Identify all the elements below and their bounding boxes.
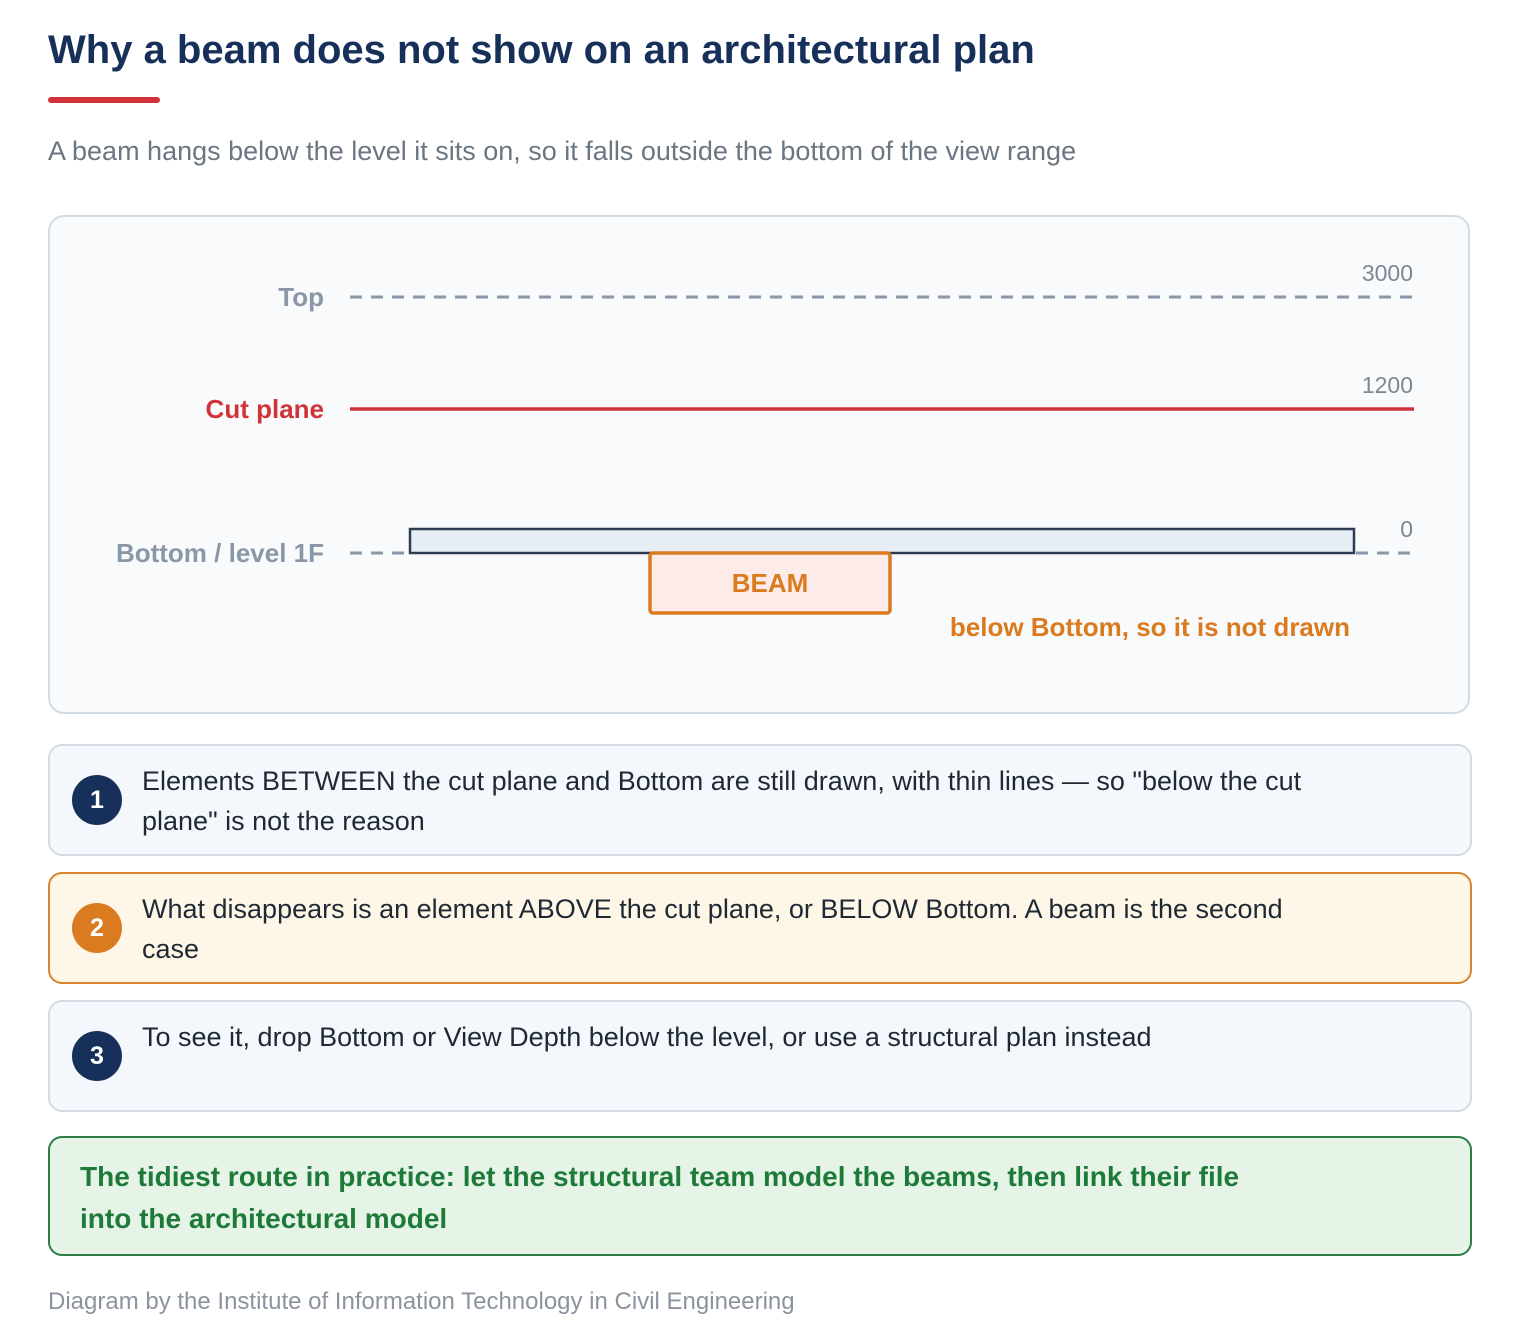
credit-line: Diagram by the Institute of Information … <box>48 1288 795 1315</box>
tip-card: The tidiest route in practice: let the s… <box>48 1136 1472 1256</box>
note-text-1: Elements BETWEEN the cut plane and Botto… <box>142 766 1302 836</box>
view-range-svg: Top 3000 Cut plane 1200 Bottom / level 1… <box>116 260 1414 642</box>
step-badge-2: 2 <box>72 903 122 953</box>
step-badge-1: 1 <box>72 775 122 825</box>
note-card-2: 2 What disappears is an element ABOVE th… <box>48 872 1472 984</box>
page-title: Why a beam does not show on an architect… <box>48 28 1035 72</box>
note-card-3: 3 To see it, drop Bottom or View Depth b… <box>48 1000 1472 1112</box>
top-level-value: 3000 <box>1362 260 1413 286</box>
title-underline <box>48 97 160 103</box>
beam-label: BEAM <box>732 568 809 598</box>
floor-slab <box>408 527 1356 555</box>
tip-text: The tidiest route in practice: let the s… <box>80 1161 1240 1234</box>
page-subtitle: A beam hangs below the level it sits on,… <box>48 136 1077 166</box>
step-badge-3: 3 <box>72 1031 122 1081</box>
bottom-level-value: 0 <box>1400 516 1413 542</box>
view-range-diagram: Top 3000 Cut plane 1200 Bottom / level 1… <box>48 215 1470 714</box>
note-text-2: What disappears is an element ABOVE the … <box>142 894 1283 964</box>
beam-caption: below Bottom, so it is not drawn <box>950 612 1350 642</box>
note-card-1: 1 Elements BETWEEN the cut plane and Bot… <box>48 744 1472 856</box>
bottom-level-label: Bottom / level 1F <box>116 538 324 568</box>
note-text-3: To see it, drop Bottom or View Depth bel… <box>142 1022 1152 1052</box>
cut-plane-value: 1200 <box>1362 372 1413 398</box>
top-level-label: Top <box>278 282 324 312</box>
beam-box <box>648 551 892 615</box>
cut-plane-label: Cut plane <box>206 394 324 424</box>
